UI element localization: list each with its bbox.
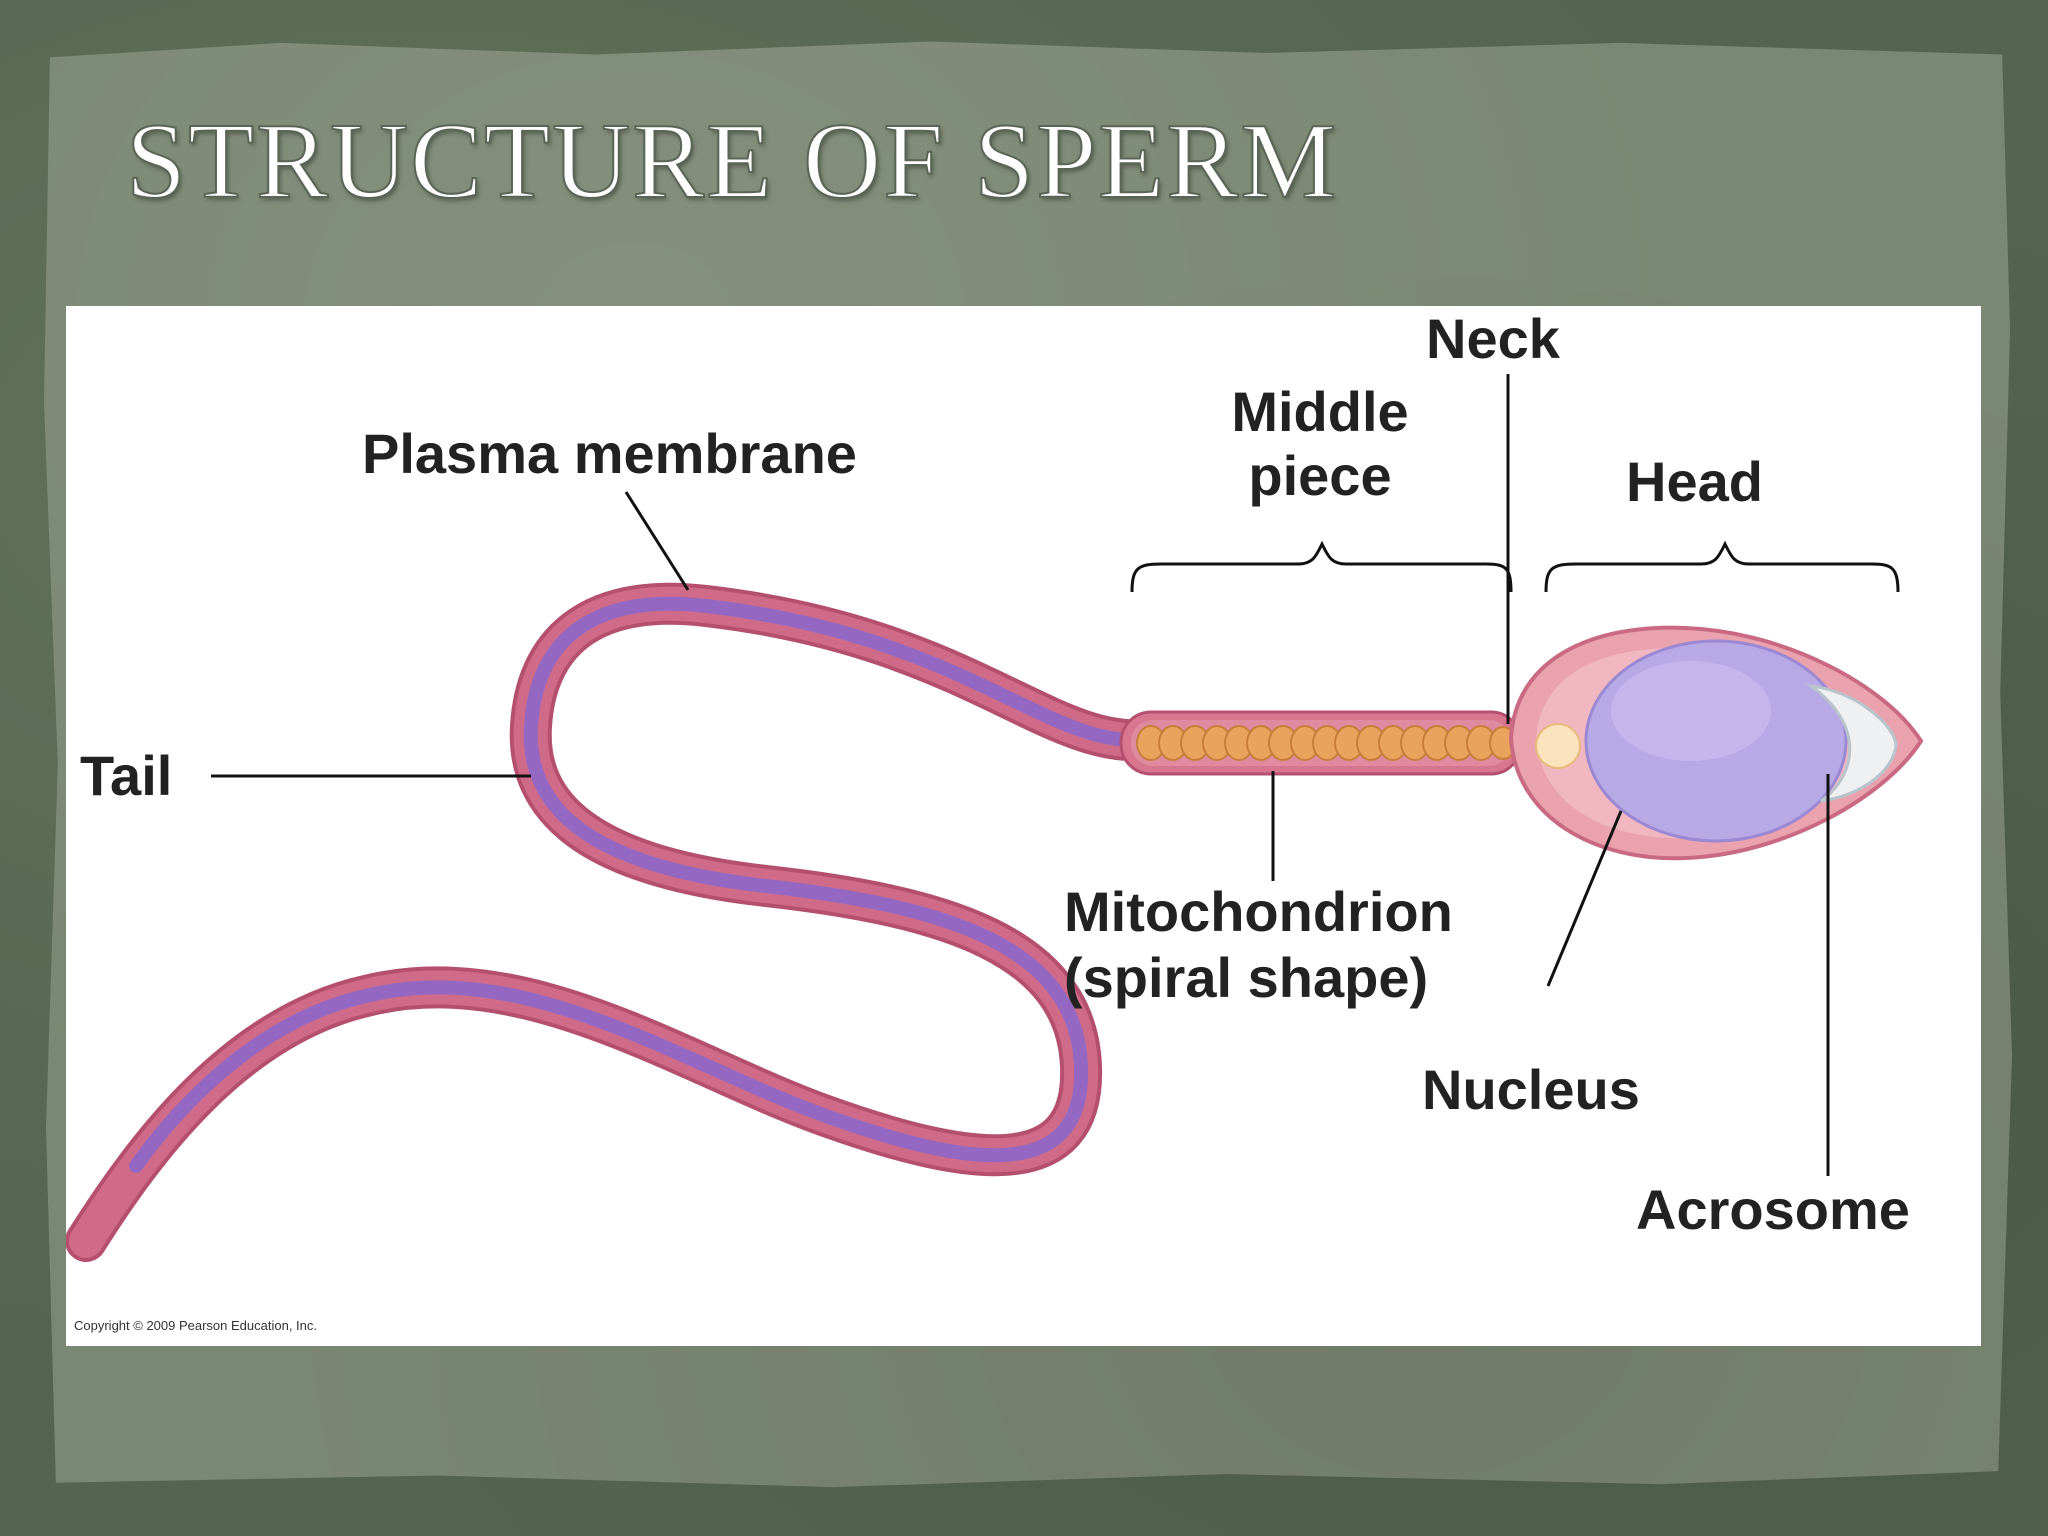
head-brace (1544, 540, 1900, 593)
centriole (1535, 723, 1581, 769)
slide-title: STRUCTURE OF SPERM (125, 101, 1339, 222)
label-nucleus: Nucleus (1422, 1058, 1640, 1121)
mitochondria-spiral (1136, 725, 1517, 761)
label-mitochondrion-line1: Mitochondrion (1064, 880, 1453, 943)
label-head: Head (1626, 450, 1763, 513)
label-middle-piece-line2: piece (1248, 444, 1392, 507)
copyright-notice: Copyright © 2009 Pearson Education, Inc. (74, 1318, 318, 1333)
acrosome (1805, 683, 1898, 803)
label-tail: Tail (80, 744, 173, 807)
sperm-diagram: Neck Middle piece Head Plasma membrane T… (66, 306, 1981, 1346)
leader-lines (211, 374, 1830, 1176)
sperm-illustration (66, 374, 1924, 1262)
label-neck: Neck (1426, 307, 1560, 370)
label-middle-piece-line1: Middle (1231, 380, 1409, 443)
label-mitochondrion-line2: (spiral shape) (1064, 946, 1429, 1009)
middle-piece-brace (1130, 540, 1513, 593)
label-acrosome: Acrosome (1636, 1178, 1910, 1241)
label-plasma-membrane: Plasma membrane (362, 422, 857, 485)
tail-core (129, 596, 1153, 1173)
